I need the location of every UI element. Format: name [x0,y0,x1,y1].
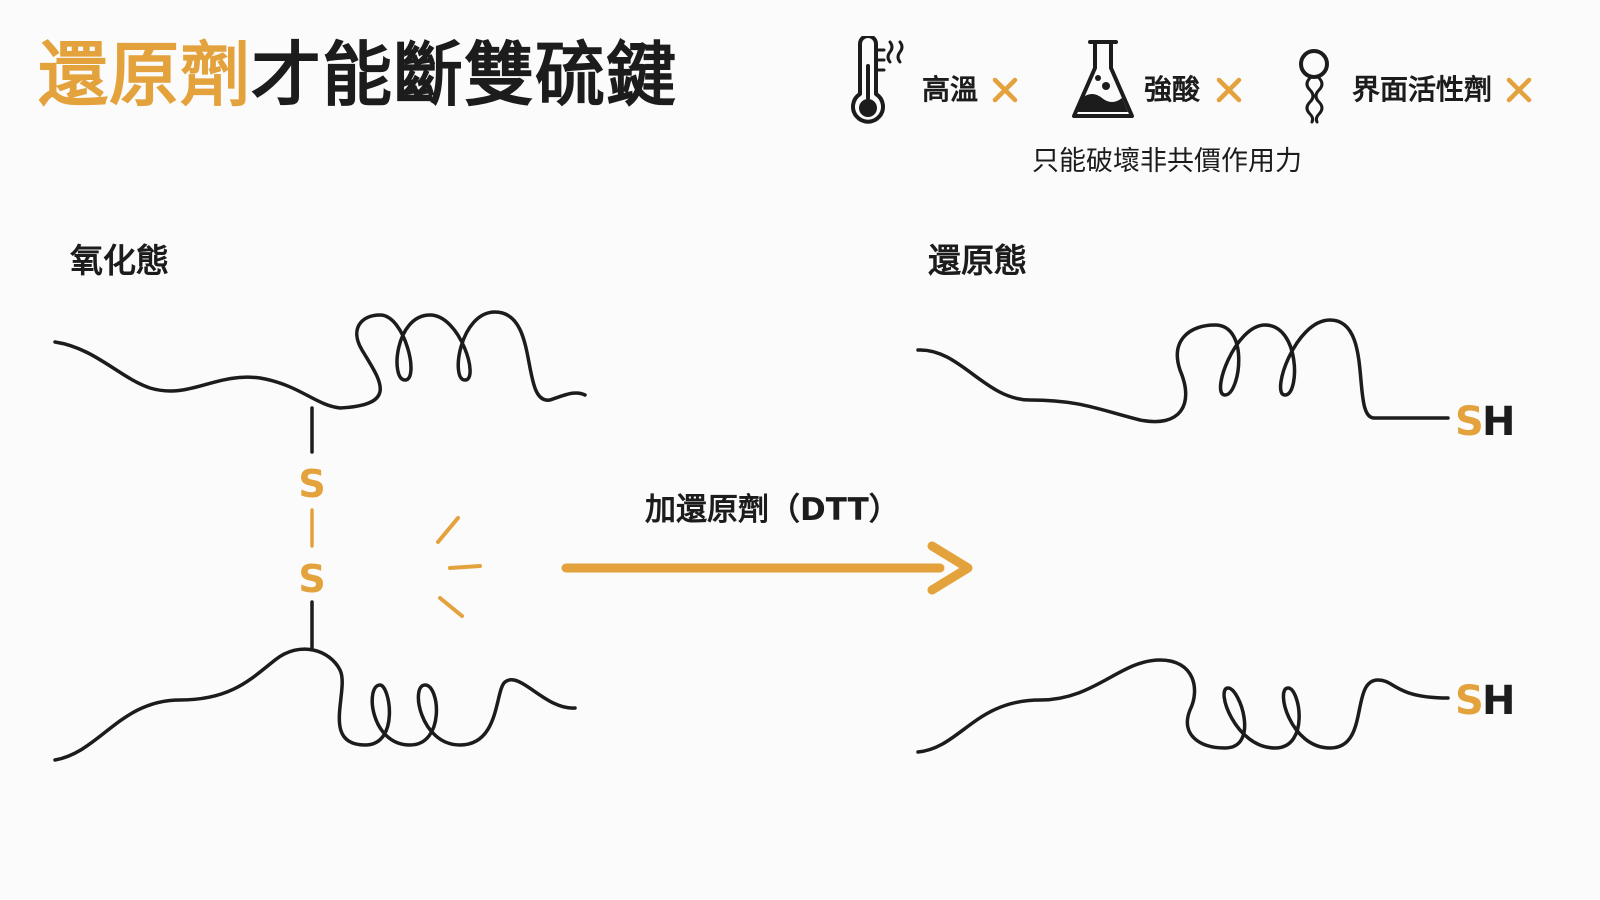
condition-label-heat: 高溫 [922,73,979,106]
reduced-top-hydrogen: H [1482,399,1515,445]
surfactant-icon [1299,49,1329,124]
oxidized-sulfur-1: S [298,462,325,506]
page-title: 還原劑才能斷雙硫鍵 [38,40,677,110]
cross-icon [1216,77,1242,103]
reduced-bottom-sulfur: S [1455,678,1484,724]
reaction-label: 加還原劑（DTT） [645,492,900,528]
reduced-state-label: 還原態 [928,241,1027,280]
condition-heat: 高溫 [840,36,1030,128]
cross-icon [992,77,1018,103]
condition-surfactant: 界面活性劑 [1292,36,1552,128]
oxidized-top-chain [53,310,587,410]
flask-icon [1072,40,1134,118]
title-highlight: 還原劑 [38,34,251,116]
oxidized-bottom-chain [53,647,577,762]
oxidized-state-label: 氧化態 [70,241,169,280]
condition-acid: 強酸 [1068,36,1258,128]
note-noncovalent-only: 只能破壞非共價作用力 [1032,146,1302,177]
condition-label-acid: 強酸 [1144,73,1201,106]
condition-label-surfactant: 界面活性劑 [1352,73,1493,106]
cross-icon [1506,77,1532,103]
reduced-bottom-hydrogen: H [1482,678,1515,724]
reduced-top-chain [916,318,1450,424]
reduced-top-sulfur: S [1455,399,1484,445]
reduced-bottom-chain [916,658,1450,754]
reaction-arrow-head [927,541,973,595]
thermometer-icon [851,36,904,124]
bond-break-marks [436,516,482,618]
title-rest: 才能斷雙硫鍵 [251,34,677,116]
oxidized-sulfur-2: S [298,557,325,601]
